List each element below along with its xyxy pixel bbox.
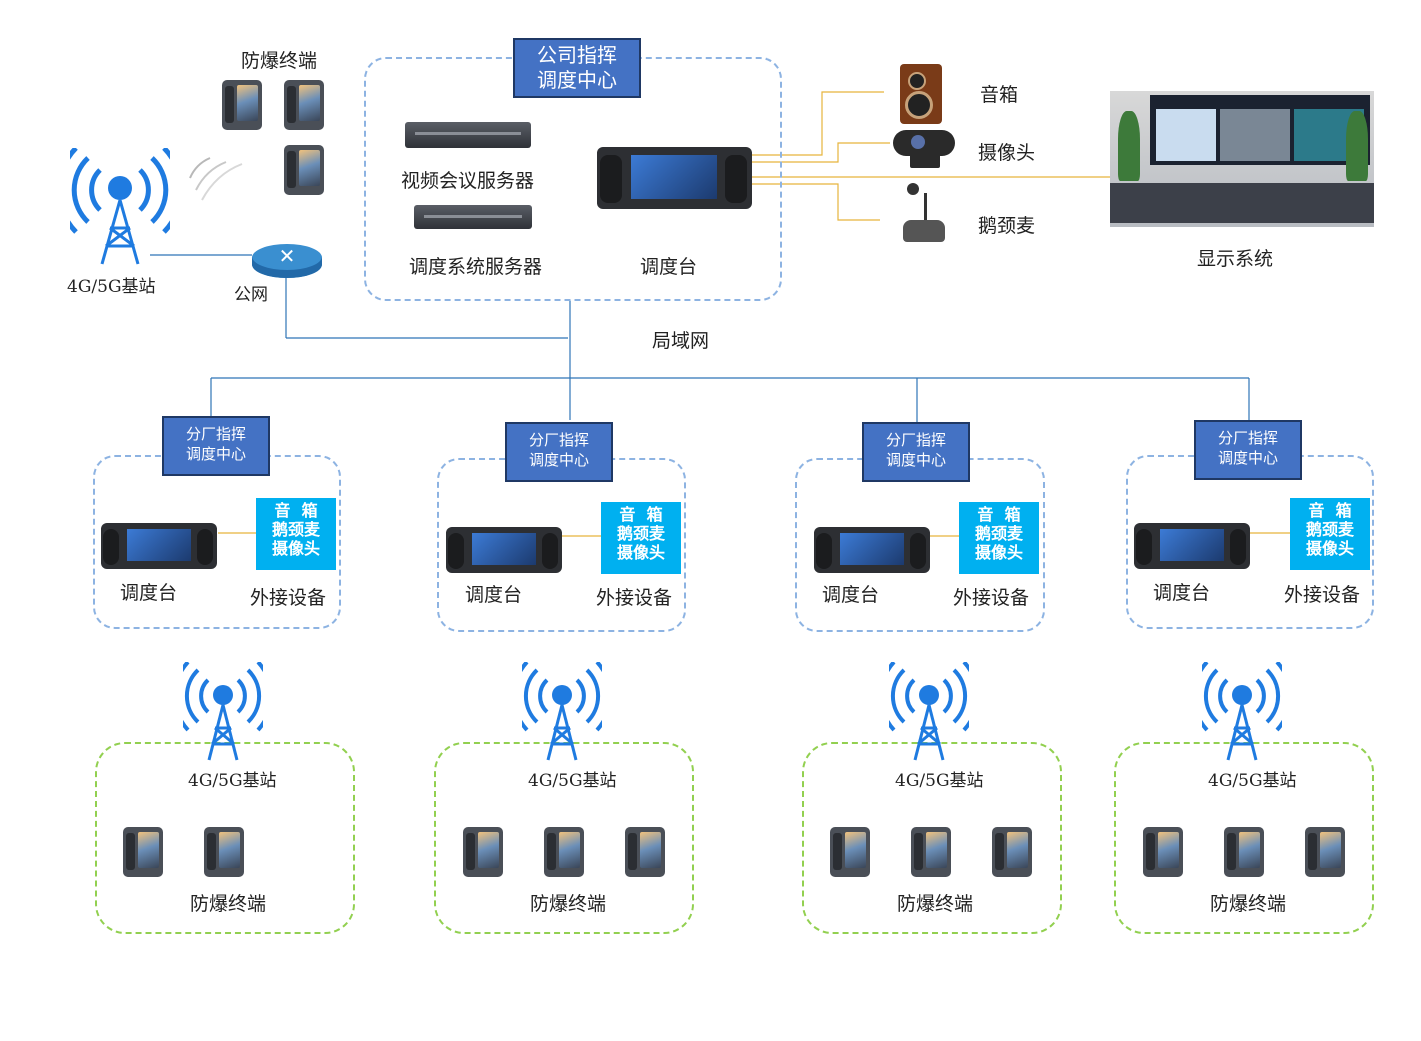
display-system-label: 显示系统 [1197,248,1274,270]
mic-stem [924,193,927,223]
ext-device-label: 外接设备 [953,587,1030,609]
ext-device-box: 音 箱 鹅颈麦 摄像头 [256,498,336,570]
lan-label: 局域网 [652,330,710,352]
base-station-icon [70,148,170,265]
branch-console-icon [1134,523,1250,569]
phone-icon [463,827,503,877]
mic-icon [903,220,945,242]
branch-title-line2: 调度中心 [528,451,589,469]
top-base-station-label: 4G/5G基站 [67,277,156,297]
phone-icon [625,827,665,877]
ext-device-box: 音 箱 鹅颈麦 摄像头 [601,502,681,574]
branch-title-line1: 分厂指挥 [1217,429,1278,447]
ext-line1: 音 箱 [1308,501,1352,520]
base-station-icon [183,662,263,761]
phone-icon [544,827,584,877]
branch-title-line1: 分厂指挥 [185,425,246,443]
ext-device-box: 音 箱 鹅颈麦 摄像头 [1290,498,1370,570]
ext-line3: 摄像头 [271,539,320,558]
ext-device-label: 外接设备 [596,587,673,609]
hq-console-icon [597,147,752,209]
base-station-icon [1202,662,1282,761]
ext-line1: 音 箱 [274,501,318,520]
router-icon: ✕ [252,244,322,278]
branch-title-line2: 调度中心 [185,445,246,463]
phone-icon [123,827,163,877]
branch-terminals-label: 防爆终端 [530,893,607,915]
camera-label: 摄像头 [978,142,1036,164]
branch-console-label: 调度台 [1153,582,1211,604]
phone-icon [911,827,951,877]
phone-icon [992,827,1032,877]
hq-title-line1: 公司指挥 [537,43,617,67]
branch-console-icon [814,527,930,573]
ext-line1: 音 箱 [619,505,663,524]
phone-icon [204,827,244,877]
branch-terminals-label: 防爆终端 [190,893,267,915]
branch-title-line1: 分厂指挥 [885,431,946,449]
hq-title-line2: 调度中心 [537,68,617,92]
camera-icon [893,130,955,156]
branch-base-station-label: 4G/5G基站 [895,771,984,791]
phone-icon [222,80,262,130]
ext-line3: 摄像头 [1305,539,1354,558]
branch-title-box: 分厂指挥 调度中心 [1194,420,1302,480]
mic-head [907,183,919,195]
branch-console-icon [101,523,217,569]
base-station-icon [522,662,602,761]
phone-icon [1305,827,1345,877]
ext-device-box: 音 箱 鹅颈麦 摄像头 [959,502,1039,574]
branch-title-box: 分厂指挥 调度中心 [505,422,613,482]
phone-icon [1143,827,1183,877]
branch-console-label: 调度台 [465,584,523,606]
base-station-icon [889,662,969,761]
branch-base-station-label: 4G/5G基站 [528,771,617,791]
ext-device-label: 外接设备 [250,587,327,609]
ext-line1: 音 箱 [977,505,1021,524]
ext-line2: 鹅颈麦 [974,524,1023,543]
hq-title-box: 公司指挥 调度中心 [513,38,641,98]
mic-label: 鹅颈麦 [978,215,1036,237]
camera-stand [910,154,940,168]
dispatch-server-label: 调度系统服务器 [409,256,543,278]
hq-console-label: 调度台 [640,256,698,278]
ext-line2: 鹅颈麦 [1305,520,1354,539]
branch-console-label: 调度台 [822,584,880,606]
video-server-label: 视频会议服务器 [401,170,535,192]
ext-device-label: 外接设备 [1284,584,1361,606]
branch-base-station-label: 4G/5G基站 [1208,771,1297,791]
phone-icon [1224,827,1264,877]
phone-icon [284,80,324,130]
branch-title-line2: 调度中心 [1217,449,1278,467]
phone-icon [284,145,324,195]
ext-line2: 鹅颈麦 [616,524,665,543]
phone-icon [830,827,870,877]
branch-console-icon [446,527,562,573]
ext-line3: 摄像头 [616,543,665,562]
public-net-label: 公网 [234,285,268,305]
display-system-image [1110,91,1374,227]
branch-terminals-label: 防爆终端 [897,893,974,915]
ext-line2: 鹅颈麦 [271,520,320,539]
branch-title-line2: 调度中心 [885,451,946,469]
branch-terminals-label: 防爆终端 [1210,893,1287,915]
branch-base-station-label: 4G/5G基站 [188,771,277,791]
speaker-label: 音箱 [980,84,1019,106]
dispatch-server-icon [414,205,532,229]
branch-console-label: 调度台 [120,582,178,604]
ext-line3: 摄像头 [974,543,1023,562]
video-server-icon [405,122,531,148]
branch-title-box: 分厂指挥 调度中心 [162,416,270,476]
branch-title-box: 分厂指挥 调度中心 [862,422,970,482]
top-terminals-label: 防爆终端 [241,50,318,72]
branch-title-line1: 分厂指挥 [528,431,589,449]
speaker-icon [900,64,942,124]
